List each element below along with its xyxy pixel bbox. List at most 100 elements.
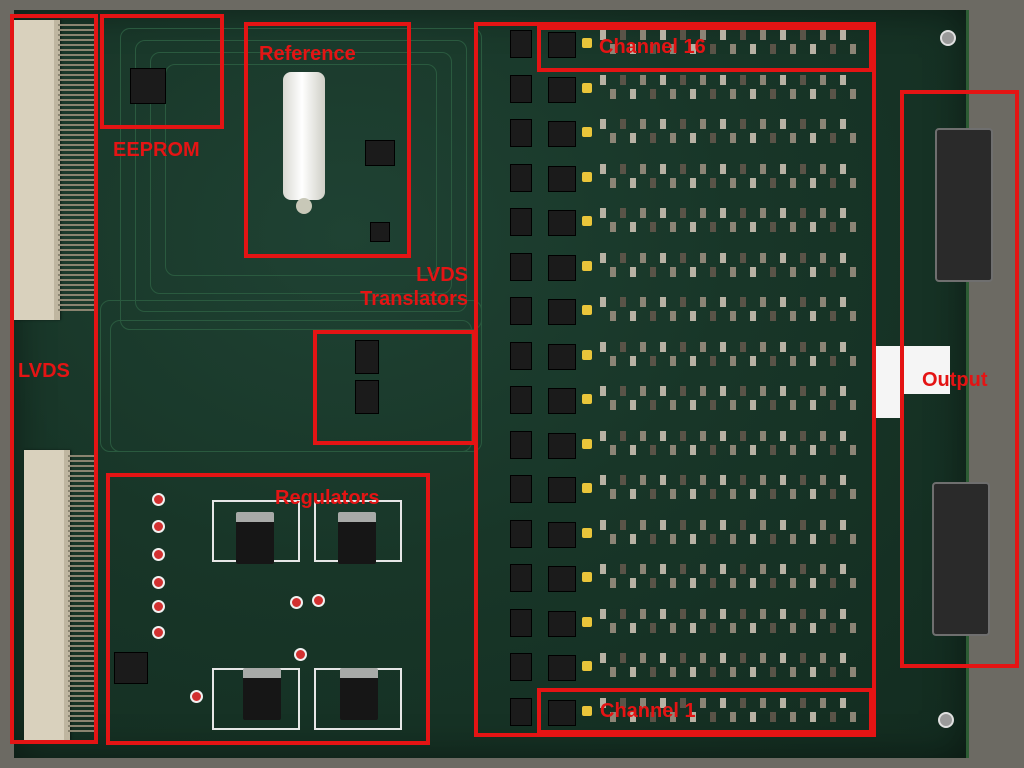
- smd-component: [670, 355, 676, 366]
- smd-component: [800, 74, 806, 85]
- smd-component: [710, 578, 716, 588]
- channel-row: [480, 469, 870, 510]
- connector-pins-bottom: [68, 455, 96, 735]
- smd-component: [820, 608, 826, 619]
- smd-component: [750, 711, 756, 722]
- smd-component: [770, 533, 776, 544]
- smd-component: [670, 578, 676, 588]
- smd-component: [600, 208, 606, 218]
- smd-component: [740, 653, 746, 663]
- smd-component: [820, 30, 826, 40]
- smd-component: [690, 133, 696, 143]
- smd-component: [790, 355, 796, 366]
- smd-component: [680, 430, 686, 441]
- channel-chip: [548, 566, 576, 592]
- smd-component: [800, 608, 806, 619]
- smd-component: [600, 252, 606, 263]
- smd-component: [760, 653, 766, 663]
- smd-component: [810, 667, 816, 677]
- smd-component: [830, 400, 836, 410]
- smd-component: [790, 44, 796, 54]
- smd-component: [680, 252, 686, 263]
- smd-component: [740, 30, 746, 40]
- smd-component: [640, 119, 646, 129]
- smd-component: [640, 341, 646, 352]
- channel-row: [480, 69, 870, 110]
- voltage-regulator: [338, 512, 376, 564]
- smd-component: [740, 475, 746, 485]
- channel-capacitor: [582, 394, 592, 404]
- smd-component: [750, 533, 756, 544]
- smd-component: [730, 578, 736, 588]
- smd-component: [600, 475, 606, 485]
- smd-component: [680, 564, 686, 574]
- lvds-translators-line1: LVDS: [416, 264, 468, 286]
- smd-component: [820, 252, 826, 263]
- smd-component: [600, 386, 606, 396]
- channel-chip: [548, 610, 576, 637]
- smd-component: [850, 88, 856, 99]
- smd-component: [750, 400, 756, 410]
- smd-component: [690, 489, 696, 499]
- channel-chip: [548, 76, 576, 103]
- smd-component: [620, 297, 626, 307]
- smd-component: [780, 30, 786, 40]
- smd-component: [720, 608, 726, 619]
- smd-component: [700, 252, 706, 263]
- smd-component: [830, 533, 836, 544]
- channel-chip: [548, 299, 576, 325]
- channels-callout: [474, 22, 876, 737]
- smd-component: [660, 297, 666, 307]
- smd-component: [630, 533, 636, 544]
- channel-chip: [510, 430, 532, 459]
- channel-row: [480, 514, 870, 555]
- smd-component: [720, 119, 726, 129]
- smd-component: [750, 489, 756, 499]
- smd-component: [710, 177, 716, 188]
- output-connector-top: [935, 128, 993, 282]
- smd-component: [660, 74, 666, 85]
- smd-component: [770, 88, 776, 99]
- smd-component: [780, 519, 786, 530]
- channel-chip: [510, 475, 532, 503]
- smd-component: [650, 667, 656, 677]
- smd-component: [680, 163, 686, 174]
- smd-component: [740, 297, 746, 307]
- smd-component: [830, 355, 836, 366]
- channel-array: [480, 24, 870, 736]
- smd-component: [630, 444, 636, 455]
- smd-component: [770, 222, 776, 232]
- smd-component: [600, 163, 606, 174]
- smd-component: [810, 133, 816, 143]
- smd-component: [810, 622, 816, 633]
- smd-component: [810, 578, 816, 588]
- channel-capacitor: [582, 349, 592, 360]
- smd-component: [760, 386, 766, 396]
- smd-component: [840, 386, 846, 396]
- eeprom-chip: [130, 68, 166, 104]
- smd-component: [630, 88, 636, 99]
- smd-component: [820, 386, 826, 396]
- smd-component: [730, 355, 736, 366]
- smd-component: [750, 622, 756, 633]
- smd-component: [650, 266, 656, 277]
- smd-component: [850, 266, 856, 277]
- smd-component: [660, 208, 666, 218]
- smd-component: [830, 444, 836, 455]
- smd-component: [740, 519, 746, 530]
- smd-component: [720, 564, 726, 574]
- test-point: [152, 548, 165, 561]
- smd-component: [640, 208, 646, 218]
- smd-component: [610, 711, 616, 722]
- smd-component: [760, 519, 766, 530]
- test-point: [152, 493, 165, 506]
- smd-component: [840, 519, 846, 530]
- translator-chip: [355, 380, 379, 414]
- channel-chip: [510, 386, 532, 414]
- smd-component: [610, 444, 616, 455]
- smd-component: [670, 133, 676, 143]
- channel-chip: [548, 210, 576, 236]
- smd-component: [670, 266, 676, 277]
- channel-row: [480, 692, 870, 733]
